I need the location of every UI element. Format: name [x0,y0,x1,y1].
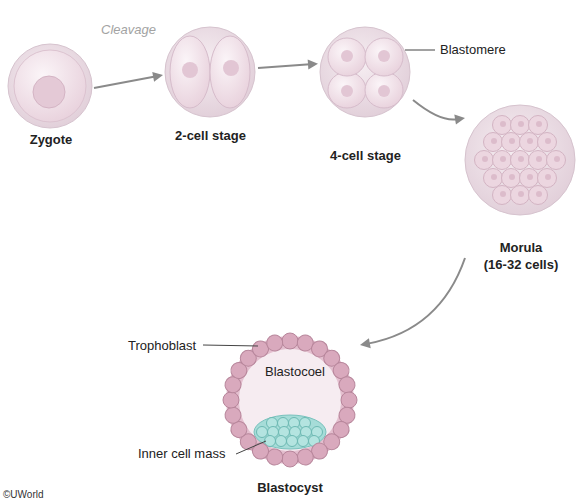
stage-node: 2-cell stage [163,24,258,146]
part-label: Inner cell mass [138,446,225,461]
stage-node: Zygote [8,42,94,150]
edge-label: Cleavage [101,22,156,37]
stage-label: (16-32 cells) [484,256,558,273]
stage-node: Morula(16-32 cells) [465,105,577,275]
part-label: Blastomere [440,42,506,57]
stage-node: Blastocyst [220,330,360,498]
stage-node: 4-cell stage [318,24,413,166]
part-label: Trophoblast [128,338,196,353]
stage-label: Morula [500,239,543,256]
part-label: Blastocoel [265,364,325,379]
stage-label: Zygote [30,131,73,148]
stage-label: 2-cell stage [175,127,246,144]
copyright-note: ©UWorld [3,488,44,501]
stage-label: 4-cell stage [330,147,401,164]
stage-arrow [94,72,163,88]
stage-label: Blastocyst [257,479,323,496]
stage-arrow [360,258,465,348]
stage-arrow [413,100,465,124]
stage-arrow [258,59,318,69]
